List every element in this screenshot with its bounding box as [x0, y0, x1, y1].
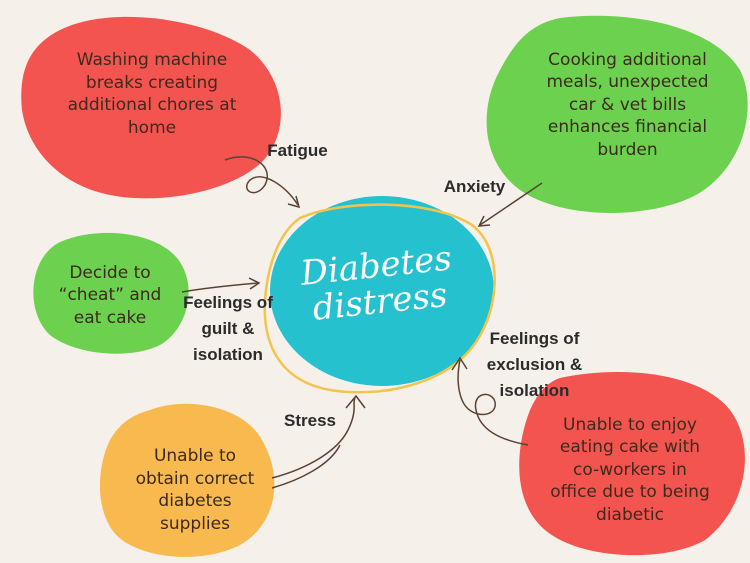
arrow-guilt: [181, 282, 259, 293]
arrow-exclusion: [457, 359, 529, 446]
label-line: isolation: [193, 345, 263, 364]
node-text-line: breaks creating: [85, 72, 219, 93]
arrow-stress: [271, 397, 356, 479]
label-stress: Stress: [270, 408, 350, 434]
label-line: isolation: [499, 381, 570, 400]
arrowhead-exclusion: [451, 356, 468, 371]
node-text-line: co-workers in: [573, 459, 687, 480]
node-text-line: car & vet bills: [568, 94, 687, 115]
label-exclusion: Feelings of exclusion & isolation: [472, 326, 597, 404]
node-text-line: obtain correct: [135, 468, 255, 489]
arrowhead-guilt: [248, 277, 261, 290]
center-circle: [270, 196, 494, 386]
blob-washing-machine: [21, 16, 281, 199]
arrow-fatigue: [224, 156, 299, 206]
label-fatigue: Fatigue: [255, 138, 340, 164]
node-text-line: meals, unexpected: [546, 72, 709, 93]
label-line: Stress: [284, 411, 336, 430]
blob-supplies: [99, 403, 275, 557]
node-text-line: Washing machine: [76, 50, 228, 70]
node-washing-machine: Washing machine breaks creating addition…: [42, 44, 262, 144]
label-anxiety: Anxiety: [432, 174, 517, 200]
label-line: Feelings of: [489, 329, 580, 348]
node-cheat-cake: Decide to “cheat” and eat cake: [40, 258, 180, 333]
node-text-line: Cooking additional: [548, 49, 707, 70]
arrowhead-stress: [345, 394, 366, 409]
arrow-anxiety: [479, 182, 543, 226]
node-text-line: diabetic: [596, 504, 664, 525]
label-guilt: Feelings of guilt & isolation: [172, 290, 284, 368]
arrow-stress-tail: [271, 444, 341, 489]
label-line: guilt &: [201, 319, 255, 338]
center-ring: [263, 203, 496, 394]
node-text-line: Decide to: [69, 262, 151, 283]
node-financial-burden: Cooking additional meals, unexpected car…: [515, 40, 740, 170]
node-text-line: office due to being: [550, 482, 710, 503]
arrowhead-anxiety: [477, 215, 491, 227]
node-text-line: enhances financial: [547, 117, 708, 138]
node-text-line: burden: [597, 139, 658, 160]
label-line: Feelings of: [183, 293, 273, 312]
node-text-line: diabetes: [158, 491, 232, 511]
label-line: Fatigue: [267, 141, 328, 160]
node-text-line: supplies: [160, 513, 230, 534]
node-office-cake: Unable to enjoy eating cake with co-work…: [525, 410, 735, 530]
label-line: exclusion &: [486, 355, 583, 374]
blob-office-cake: [519, 371, 745, 556]
node-text-line: Unable to: [153, 446, 237, 466]
node-text-line: eating cake with: [559, 437, 701, 458]
label-line: Anxiety: [443, 177, 506, 196]
node-text-line: additional chores at: [67, 95, 237, 115]
node-text-line: Unable to enjoy: [563, 414, 697, 435]
arrowhead-fatigue: [287, 195, 301, 209]
node-text-line: “cheat” and: [58, 285, 162, 306]
node-text-line: home: [127, 117, 177, 138]
node-supplies: Unable to obtain correct diabetes suppli…: [110, 440, 280, 540]
node-text-line: eat cake: [73, 307, 147, 328]
blob-financial-burden: [486, 15, 748, 213]
blob-cheat-cake: [33, 232, 189, 354]
